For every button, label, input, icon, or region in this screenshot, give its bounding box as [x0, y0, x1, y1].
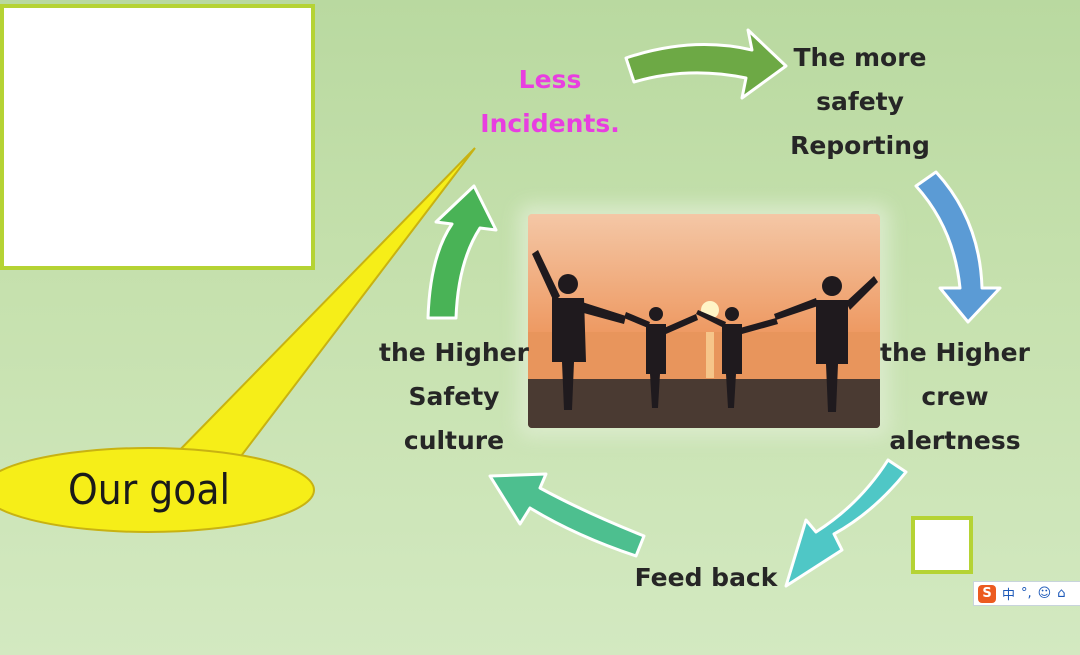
arrow-left [426, 184, 498, 320]
blank-box-large [0, 4, 315, 270]
callout-bubble [0, 447, 315, 533]
label-line: The more [793, 43, 927, 72]
label-line: safety [816, 87, 904, 116]
label-feed-back: Feed back [616, 556, 796, 600]
label-safety-culture: the Higher Safety culture [358, 331, 550, 463]
ime-chinese-mode-button[interactable]: 中 [1002, 588, 1016, 603]
sunset-family-photo [528, 214, 880, 428]
label-less-incidents: Less Incidents. [450, 58, 650, 146]
arrow-top [624, 28, 788, 100]
arrow-bottom-left [488, 472, 646, 558]
label-line: culture [403, 426, 505, 455]
label-line: Reporting [790, 131, 930, 160]
label-line: Incidents. [480, 109, 620, 138]
arrow-right [914, 170, 1002, 324]
label-line: Safety [408, 382, 500, 411]
blank-box-small [911, 516, 973, 574]
arrow-bottom-right [784, 458, 908, 588]
label-more-reporting: The more safety Reporting [755, 36, 965, 168]
label-line: the Higher [880, 338, 1030, 367]
label-crew-alertness: the Higher crew alertness [862, 331, 1048, 463]
label-our-goal: Our goal [68, 465, 230, 514]
label-line: alertness [889, 426, 1021, 455]
label-line: Less [518, 65, 582, 94]
label-line: the Higher [379, 338, 529, 367]
ime-emoji-icon[interactable]: ☺ [1037, 586, 1052, 601]
ime-toolbar[interactable]: S 中 °, ☺ ⌂ [973, 581, 1080, 606]
ime-skin-icon[interactable]: ⌂ [1057, 586, 1066, 601]
label-line: crew [921, 382, 989, 411]
label-line: Feed back [634, 563, 778, 592]
ime-logo-icon[interactable]: S [978, 584, 996, 603]
ime-punctuation-button[interactable]: °, [1021, 586, 1032, 601]
